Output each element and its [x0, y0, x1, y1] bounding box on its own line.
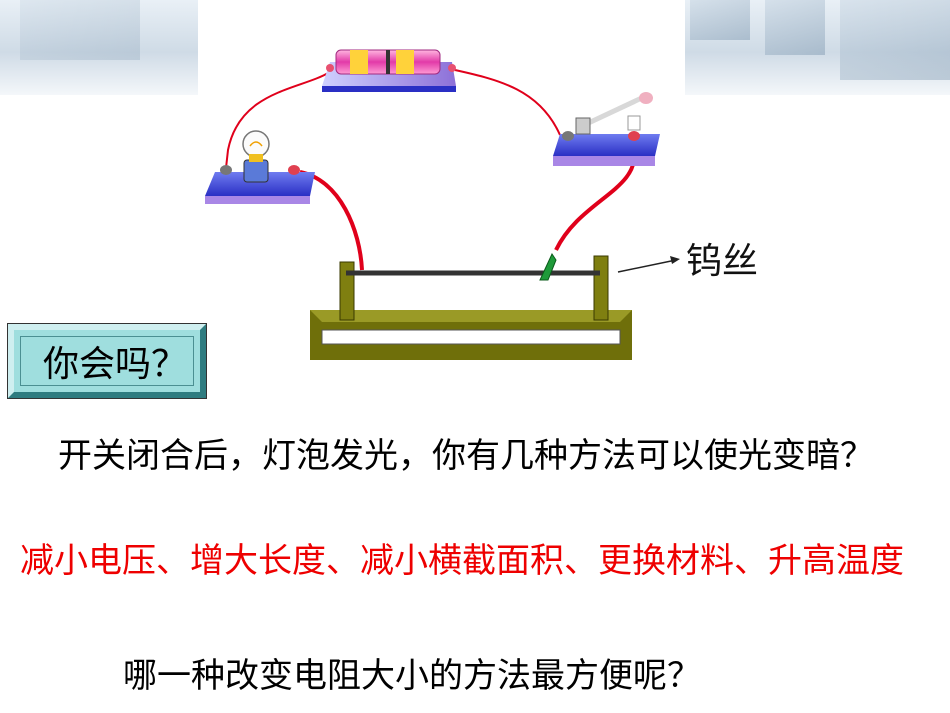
switch-icon	[553, 92, 660, 166]
tungsten-wire-board-icon	[310, 252, 632, 360]
bulb-icon	[205, 130, 315, 204]
final-question: 哪一种改变电阻大小的方法最方便呢？	[123, 656, 701, 696]
pointer-arrow	[617, 256, 680, 273]
battery-icon	[322, 49, 456, 92]
question-text: 开关闭合后，灯泡发光，你有几种方法可以使光变暗？	[58, 436, 874, 476]
quiz-box: 你会吗？	[7, 323, 207, 399]
wire-battery-switch	[454, 69, 561, 136]
tungsten-label: 钨丝	[686, 241, 759, 282]
answer-text: 减小电压、增大长度、减小横截面积、更换材料、升高温度	[20, 541, 904, 581]
wires	[225, 69, 637, 271]
quiz-label: 你会吗？	[20, 336, 194, 386]
wire-battery-bulb	[225, 71, 331, 169]
